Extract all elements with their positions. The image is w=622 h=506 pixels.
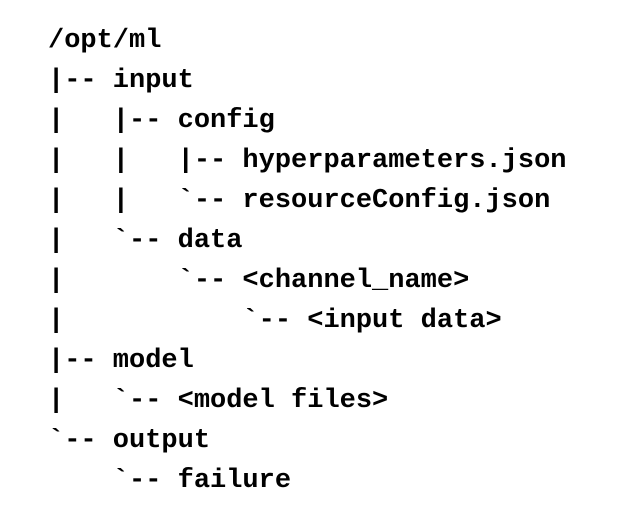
page: /opt/ml |-- input | |-- config | | |-- h…	[48, 26, 567, 496]
directory-tree: /opt/ml |-- input | |-- config | | |-- h…	[48, 26, 567, 496]
